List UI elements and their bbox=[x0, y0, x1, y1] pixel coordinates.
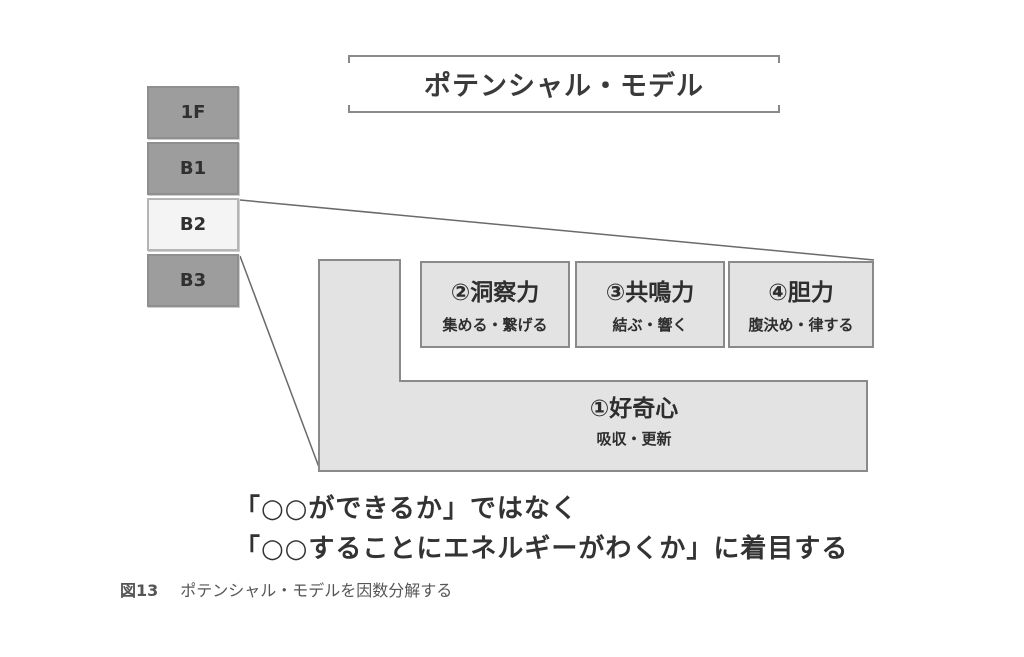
floor-b3: B3 bbox=[147, 254, 239, 307]
resonance-label: ③共鳴力 bbox=[605, 280, 695, 306]
floor-1f: 1F bbox=[147, 86, 239, 139]
curiosity-base-shape bbox=[318, 259, 868, 472]
title-frame-tick bbox=[778, 55, 780, 63]
figure-caption: 図13 ポテンシャル・モデルを因数分解する bbox=[120, 577, 452, 601]
connector-line-upper bbox=[239, 199, 875, 261]
floor-b2: B2 bbox=[147, 198, 239, 251]
title-frame-top-line bbox=[348, 55, 780, 57]
curiosity-label: ①好奇心 bbox=[589, 396, 679, 422]
floor-b1: B1 bbox=[147, 142, 239, 195]
resonance-sub: 結ぶ・響く bbox=[612, 316, 688, 334]
courage-sub: 腹決め・律する bbox=[748, 316, 854, 334]
curiosity-base-outline bbox=[318, 259, 868, 472]
title-frame: ポテンシャル・モデル bbox=[348, 55, 780, 113]
insight-box: ②洞察力 集める・繋げる bbox=[420, 261, 570, 348]
title-frame-tick bbox=[778, 105, 780, 113]
title-frame-tick bbox=[348, 55, 350, 63]
courage-box: ④胆力 腹決め・律する bbox=[728, 261, 874, 348]
insight-label: ②洞察力 bbox=[450, 280, 540, 306]
connector-line-lower bbox=[239, 255, 321, 471]
insight-sub: 集める・繋げる bbox=[442, 316, 548, 334]
diagram-title: ポテンシャル・モデル bbox=[424, 71, 704, 102]
statement-line-1: 「○○ができるか」ではなく bbox=[234, 494, 578, 524]
curiosity-block: ①好奇心 吸収・更新 bbox=[400, 395, 868, 449]
figure-caption-text: ポテンシャル・モデルを因数分解する bbox=[180, 581, 453, 600]
statement-line-2: 「○○することにエネルギーがわくか」に着目する bbox=[234, 534, 849, 564]
title-frame-tick bbox=[348, 105, 350, 113]
curiosity-sub: 吸収・更新 bbox=[596, 430, 672, 448]
courage-label: ④胆力 bbox=[768, 280, 834, 306]
resonance-box: ③共鳴力 結ぶ・響く bbox=[575, 261, 725, 348]
title-frame-bottom-line bbox=[348, 111, 780, 113]
figure-number: 図13 bbox=[120, 581, 159, 600]
